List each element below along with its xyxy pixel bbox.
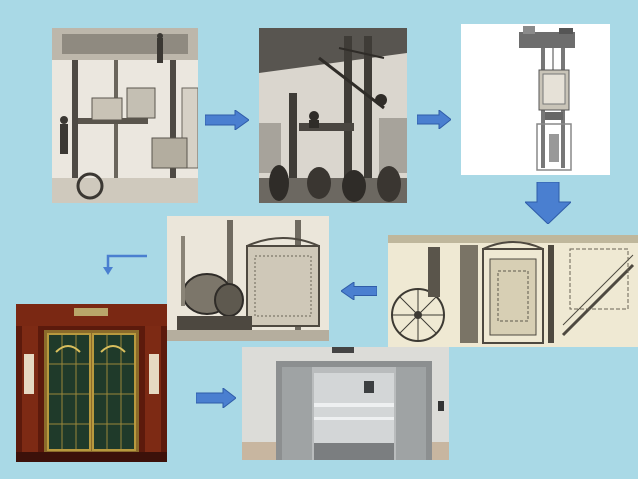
- elevator-shaft-diagram-image: [461, 24, 610, 175]
- arrow-down-icon: [525, 182, 571, 224]
- arrow-left-icon: [341, 282, 377, 300]
- arrow-right-icon: [417, 110, 451, 129]
- vintage-elevator-doors-image: [16, 304, 167, 462]
- otis-safety-demonstration-image: [259, 28, 407, 203]
- electric-elevator-machinery-image: [167, 216, 329, 341]
- arrow-right-icon: [196, 388, 236, 408]
- arrow-right-icon: [205, 110, 249, 130]
- arrow-bend-down-icon: [99, 253, 147, 277]
- ornate-victorian-elevator-image: [388, 235, 638, 347]
- modern-elevator-image: [242, 347, 449, 460]
- freight-hoist-engraving-image: [52, 28, 198, 203]
